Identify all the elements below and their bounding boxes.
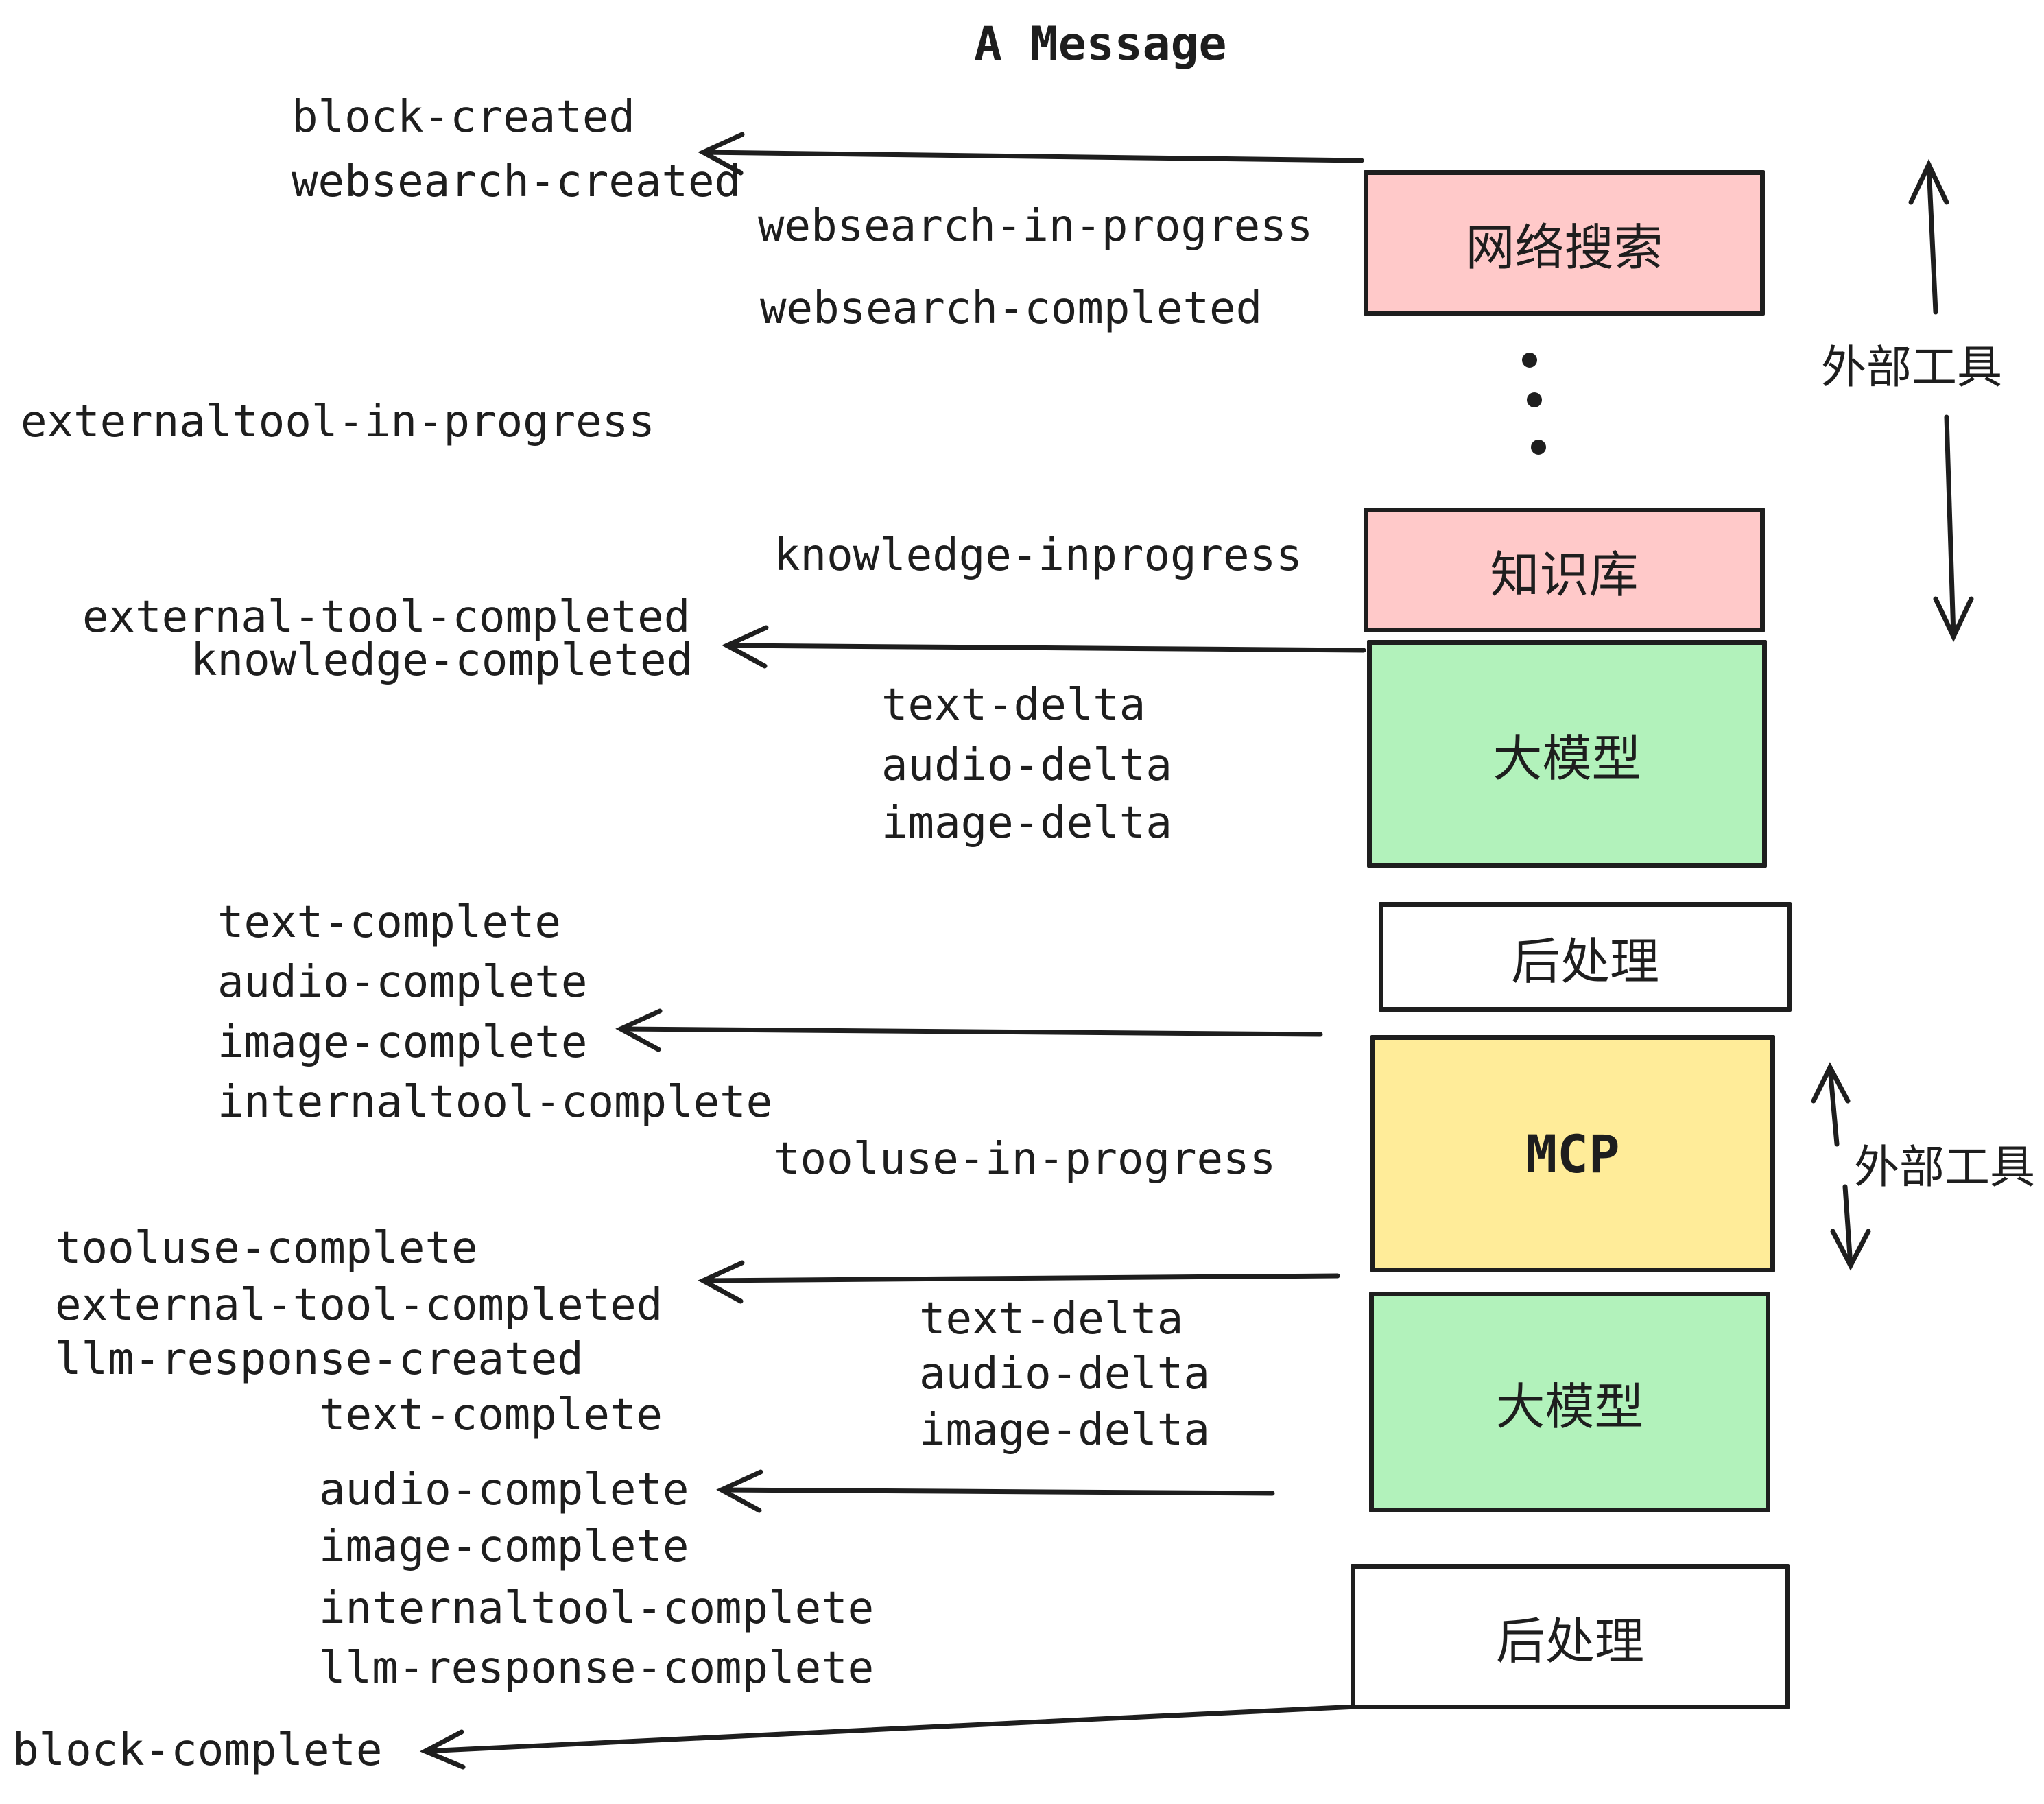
arrow-knowledge-completed [722, 625, 1366, 669]
arrow-block-complete [419, 1703, 1375, 1770]
arrow-audio-complete [716, 1469, 1275, 1513]
ellipsis-dots [1522, 353, 1546, 455]
event-audio-delta-1: audio-delta [881, 740, 1172, 791]
external-tools-up-arrow-1 [1908, 158, 1949, 315]
node-llm-1: 大模型 [1367, 640, 1767, 868]
event-image-complete-1: image-complete [217, 1017, 588, 1068]
node-websearch: 网络搜索 [1364, 170, 1765, 316]
event-external-tool-completed-2: external-tool-completed [55, 1280, 663, 1331]
event-tooluse-complete: tooluse-complete [55, 1223, 478, 1274]
event-internaltool-complete-2: internaltool-complete [319, 1583, 875, 1634]
event-knowledge-completed: knowledge-completed [191, 635, 693, 686]
event-image-delta-1: image-delta [881, 798, 1172, 848]
event-image-delta-2: image-delta [919, 1405, 1210, 1456]
event-image-complete-2: image-complete [319, 1521, 689, 1572]
node-llm-2: 大模型 [1369, 1292, 1770, 1512]
node-mcp-label: MCP [1525, 1123, 1620, 1185]
event-block-created: block-created [292, 92, 635, 143]
event-text-complete-2: text-complete [319, 1390, 663, 1440]
node-llm-1-label: 大模型 [1493, 729, 1641, 787]
node-mcp: MCP [1370, 1035, 1775, 1272]
event-internaltool-complete-1: internaltool-complete [217, 1077, 773, 1128]
node-postprocess-2-label: 后处理 [1495, 1612, 1644, 1670]
event-llm-response-complete: llm-response-complete [319, 1643, 875, 1694]
external-tools-annotation-2: 外部工具 [1854, 1141, 2035, 1194]
event-audio-complete-2: audio-complete [319, 1464, 689, 1515]
event-text-complete-1: text-complete [217, 897, 561, 948]
arrow-websearch-created [698, 132, 1364, 176]
event-tooluse-in-progress: tooluse-in-progress [774, 1134, 1276, 1185]
event-block-complete: block-complete [12, 1725, 383, 1776]
event-text-delta-1: text-delta [881, 680, 1146, 731]
node-llm-2-label: 大模型 [1495, 1377, 1644, 1436]
external-tools-annotation-1: 外部工具 [1821, 341, 2002, 394]
event-knowledge-inprogress: knowledge-inprogress [774, 530, 1303, 581]
node-postprocess-1: 后处理 [1379, 902, 1792, 1012]
event-audio-delta-2: audio-delta [919, 1349, 1210, 1399]
external-tools-up-arrow-2 [1811, 1062, 1851, 1147]
event-websearch-completed: websearch-completed [760, 283, 1263, 334]
node-knowledge-base-label: 知识库 [1490, 545, 1639, 604]
event-external-tool-completed: external-tool-completed [82, 592, 691, 643]
arrow-image-complete [615, 1008, 1323, 1052]
event-text-delta-2: text-delta [919, 1294, 1184, 1344]
node-knowledge-base: 知识库 [1364, 508, 1765, 632]
node-postprocess-2: 后处理 [1351, 1564, 1790, 1709]
node-postprocess-1-label: 后处理 [1510, 932, 1659, 990]
external-tools-down-arrow-1 [1933, 414, 1974, 643]
node-websearch-label: 网络搜索 [1465, 218, 1663, 276]
event-websearch-in-progress: websearch-in-progress [758, 201, 1314, 252]
external-tools-down-arrow-2 [1830, 1184, 1871, 1271]
event-llm-response-created: llm-response-created [55, 1334, 584, 1385]
event-externaltool-in-progress: externaltool-in-progress [21, 396, 655, 447]
diagram-title: A Message [974, 17, 1227, 71]
event-audio-complete-1: audio-complete [217, 957, 588, 1008]
event-websearch-created: websearch-created [292, 156, 741, 207]
